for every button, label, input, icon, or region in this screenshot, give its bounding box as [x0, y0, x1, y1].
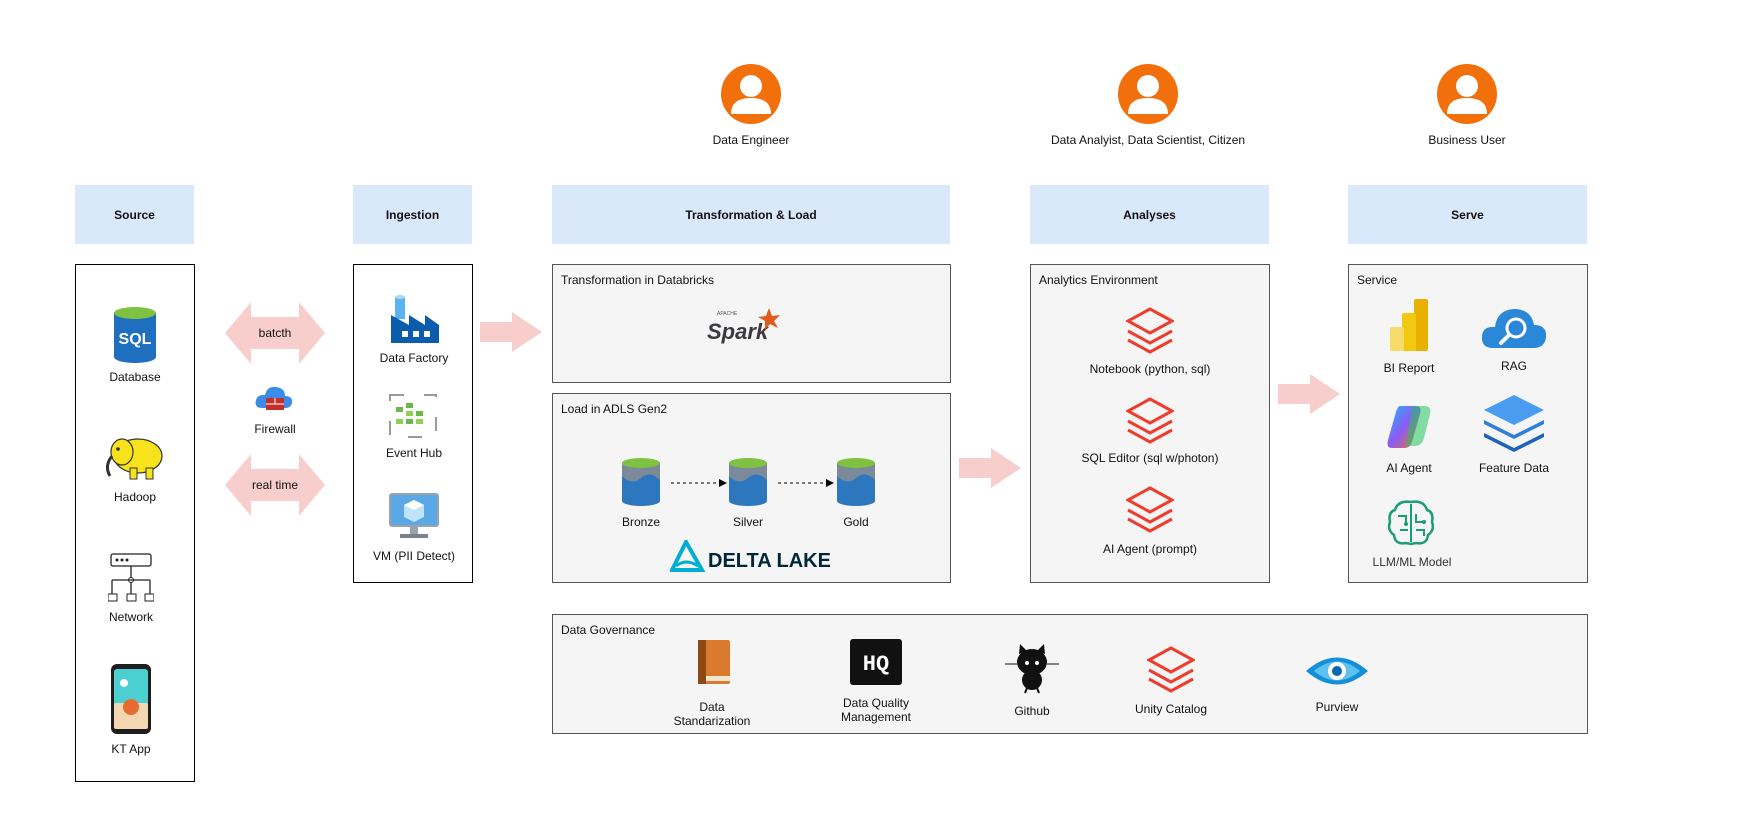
header-source: Source: [75, 185, 194, 244]
realtime-double-arrow: [225, 454, 325, 516]
standardization-label-line1: Data: [699, 700, 725, 714]
service-panel: Service: [1348, 264, 1588, 583]
flow-arrow-ingestion-to-transform: [480, 312, 542, 352]
source-hadoop-label: Hadoop: [113, 490, 157, 504]
user-icon: [721, 64, 781, 124]
spark-text: Spark: [707, 319, 770, 344]
data-factory-label: Data Factory: [379, 351, 449, 365]
databricks-sql-editor-icon: [1126, 397, 1174, 444]
dashed-arrow-silver-gold: [778, 479, 834, 487]
flow-arrow-analyses-to-serve: [1278, 374, 1340, 414]
data-quality-label-line1: Data Quality: [842, 696, 910, 710]
virtual-machine-icon: [389, 493, 439, 538]
power-bi-icon: [1390, 299, 1428, 351]
sql-icon-text: SQL: [119, 331, 152, 348]
header-serve: Serve: [1348, 185, 1587, 244]
bronze-label: Bronze: [621, 515, 661, 529]
standardization-book-icon: [698, 640, 730, 684]
batch-label: batcth: [258, 326, 292, 340]
github-label: Github: [1014, 704, 1050, 718]
spark-apache-text: APACHE: [717, 311, 738, 317]
persona-business-user-label: Business User: [1428, 133, 1506, 147]
analytics-environment-title: Analytics Environment: [1039, 273, 1158, 287]
header-transformation: Transformation & Load: [552, 185, 950, 244]
bi-report-label: BI Report: [1383, 361, 1435, 375]
data-factory-icon: [391, 295, 439, 343]
mobile-app-icon: [111, 664, 151, 734]
persona-analysts-label: Data Analyist, Data Scientist, Citizen: [1050, 133, 1246, 147]
llm-brain-icon: [1387, 500, 1435, 546]
serve-ai-agent-label: AI Agent: [1386, 461, 1432, 475]
persona-data-engineer-label: Data Engineer: [712, 133, 790, 147]
hadoop-elephant-icon: [105, 438, 163, 480]
delta-lake-text: DELTA LAKE: [708, 550, 830, 572]
purview-eye-icon: [1306, 657, 1368, 685]
sql-editor-label: SQL Editor (sql w/photon): [1081, 451, 1219, 465]
data-governance-title: Data Governance: [561, 623, 656, 637]
header-analyses: Analyses: [1030, 185, 1269, 244]
user-icon: [1118, 64, 1178, 124]
gold-label: Gold: [843, 515, 869, 529]
flow-arrow-load-to-analyses: [959, 448, 1021, 488]
databricks-notebook-icon: [1126, 307, 1174, 354]
unity-catalog-label: Unity Catalog: [1134, 702, 1208, 716]
event-hub-label: Event Hub: [385, 446, 443, 460]
copilot-ai-agent-icon: [1387, 406, 1431, 448]
firewall-label: Firewall: [254, 422, 296, 436]
github-octocat-icon: [1005, 644, 1059, 694]
load-panel-title: Load in ADLS Gen2: [561, 402, 668, 416]
bronze-storage-icon: [622, 458, 660, 506]
dq-icon-text: HQ: [863, 652, 889, 677]
network-icon: [108, 553, 154, 602]
standardization-label-line2: Standarization: [673, 714, 751, 728]
event-hub-icon: [389, 394, 437, 438]
vm-label: VM (PII Detect): [372, 549, 456, 563]
analyses-ai-agent-label: AI Agent (prompt): [1102, 542, 1198, 556]
databricks-ai-agent-icon: [1126, 486, 1174, 533]
transformation-panel: Transformation in Databricks: [552, 264, 951, 383]
llm-model-label: LLM/ML Model: [1372, 555, 1452, 569]
rag-label: RAG: [1500, 359, 1528, 373]
sql-database-icon: SQL: [114, 307, 156, 363]
persona-data-engineer: [711, 64, 791, 144]
data-quality-hq-icon: HQ: [850, 639, 902, 685]
rag-search-cloud-icon: [1481, 309, 1547, 348]
firewall-cloud-icon: [255, 386, 293, 410]
apache-spark-logo: APACHE Spark: [707, 308, 780, 344]
gold-storage-icon: [837, 458, 875, 506]
feature-data-label: Feature Data: [1478, 461, 1550, 475]
user-icon: [1437, 64, 1497, 124]
header-ingestion: Ingestion: [353, 185, 472, 244]
data-quality-label-line2: Management: [840, 710, 912, 724]
batch-double-arrow: [225, 302, 325, 364]
persona-analysts: [1108, 64, 1188, 144]
notebook-label: Notebook (python, sql): [1089, 362, 1211, 376]
dashed-arrow-bronze-silver: [671, 479, 727, 487]
delta-lake-logo: DELTA LAKE: [670, 540, 830, 572]
persona-business-user: [1427, 64, 1507, 144]
source-network-label: Network: [108, 610, 154, 624]
source-kt-app-label: KT App: [111, 742, 151, 756]
service-panel-title: Service: [1357, 273, 1398, 287]
silver-label: Silver: [732, 515, 764, 529]
feature-data-layers-icon: [1484, 395, 1544, 452]
transformation-panel-title: Transformation in Databricks: [561, 273, 714, 287]
purview-label: Purview: [1315, 700, 1359, 714]
silver-storage-icon: [729, 458, 767, 506]
source-database-label: Database: [109, 370, 161, 384]
unity-catalog-icon: [1147, 646, 1195, 693]
realtime-label: real time: [251, 478, 299, 492]
